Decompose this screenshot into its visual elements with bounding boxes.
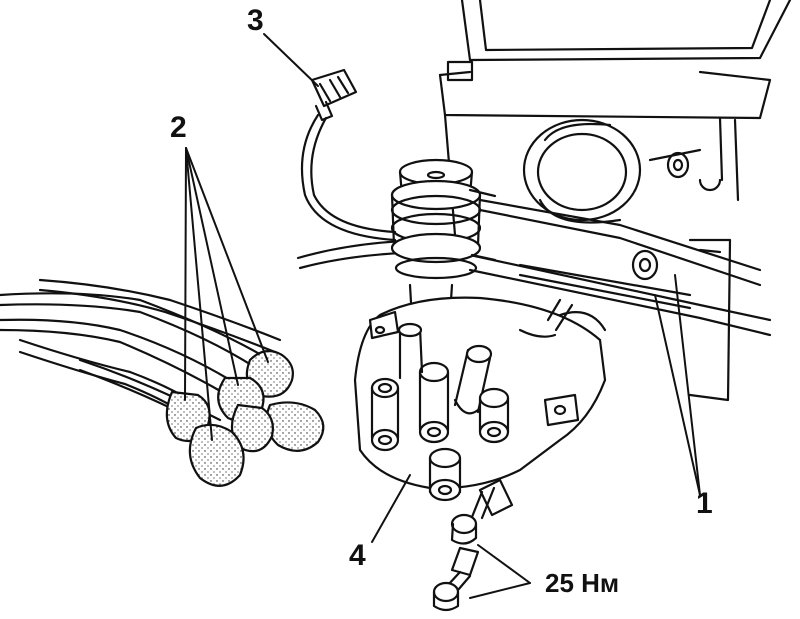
spark-plug-boots: [165, 349, 325, 487]
callout-2: 2: [170, 111, 187, 144]
sensor-wire: [300, 68, 397, 242]
distributor-cap-towers: [370, 322, 510, 502]
spark-plug-wires: [0, 278, 282, 422]
callout-3: 3: [247, 4, 264, 37]
leader-lines: [184, 33, 701, 599]
intake-pipe: [522, 118, 702, 281]
distributor-body: [353, 283, 607, 490]
callout-1: 1: [696, 487, 713, 520]
vacuum-advance-unit: [390, 158, 497, 280]
torque-label: 25 Нм: [545, 568, 620, 598]
mounting-bolts: [432, 478, 514, 612]
callout-4: 4: [349, 539, 366, 572]
